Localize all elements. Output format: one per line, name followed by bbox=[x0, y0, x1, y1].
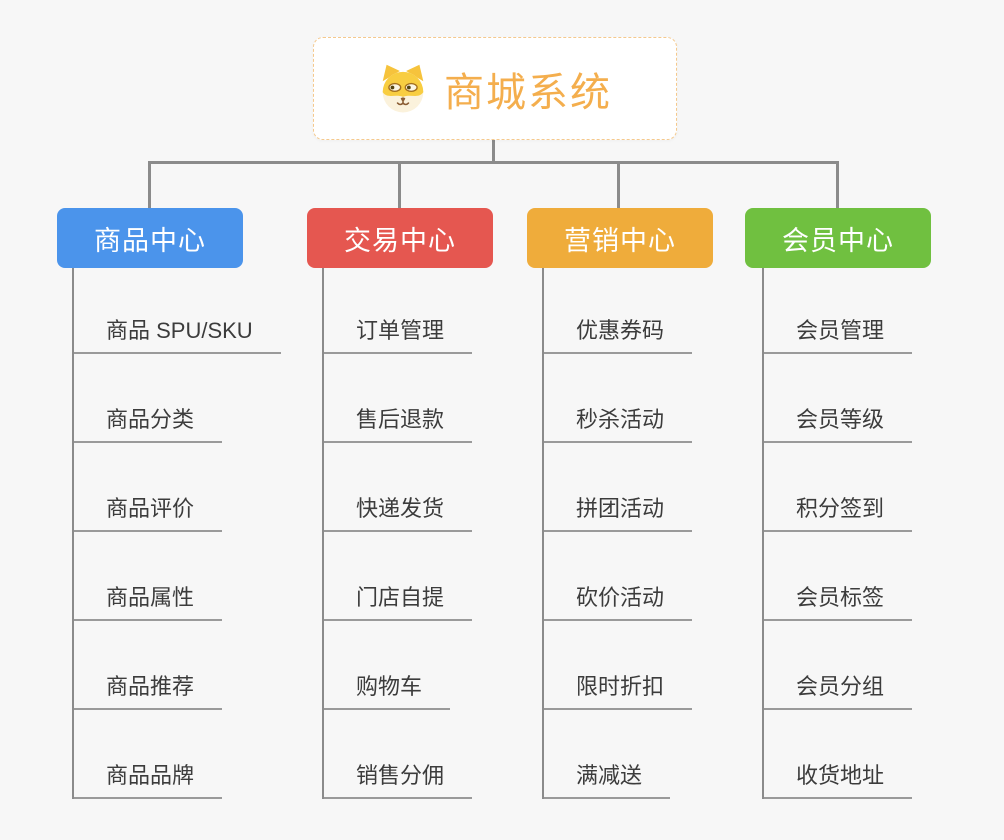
mindmap-item[interactable]: 销售分佣 bbox=[324, 710, 473, 799]
mindmap-item[interactable]: 商品 SPU/SKU bbox=[74, 268, 281, 354]
mindmap-item[interactable]: 门店自提 bbox=[324, 532, 473, 621]
mindmap-item[interactable]: 商品评价 bbox=[74, 443, 281, 532]
mindmap-item[interactable]: 拼团活动 bbox=[544, 443, 693, 532]
mindmap-item[interactable]: 会员分组 bbox=[764, 621, 913, 710]
mindmap-item[interactable]: 收货地址 bbox=[764, 710, 913, 799]
mindmap-item[interactable]: 购物车 bbox=[324, 621, 472, 710]
mindmap-item[interactable]: 商品属性 bbox=[74, 532, 281, 621]
item-label: 收货地址 bbox=[764, 758, 913, 799]
connector-root-stub bbox=[492, 140, 495, 163]
item-label: 商品品牌 bbox=[74, 758, 223, 799]
item-label: 优惠券码 bbox=[544, 313, 693, 354]
mindmap-item[interactable]: 限时折扣 bbox=[544, 621, 693, 710]
mindmap-item[interactable]: 商品分类 bbox=[74, 354, 281, 443]
mindmap-item[interactable]: 砍价活动 bbox=[544, 532, 693, 621]
item-label: 商品推荐 bbox=[74, 669, 223, 710]
branch-items-trade-center: 订单管理 售后退款 快递发货 门店自提 购物车 销售分佣 bbox=[322, 268, 473, 799]
branch-items-marketing-center: 优惠券码 秒杀活动 拼团活动 砍价活动 限时折扣 满减送 bbox=[542, 268, 693, 799]
item-label: 门店自提 bbox=[324, 580, 473, 621]
mindmap-item[interactable]: 商品推荐 bbox=[74, 621, 281, 710]
connector-drop-member-center bbox=[836, 161, 839, 208]
branch-header-marketing-center[interactable]: 营销中心 bbox=[527, 208, 713, 268]
mindmap-item[interactable]: 会员管理 bbox=[764, 268, 913, 354]
branch-items-product-center: 商品 SPU/SKU 商品分类 商品评价 商品属性 商品推荐 商品品牌 bbox=[72, 268, 281, 799]
item-label: 销售分佣 bbox=[324, 758, 473, 799]
item-label: 满减送 bbox=[544, 758, 671, 799]
connector-drop-trade-center bbox=[398, 161, 401, 208]
item-label: 快递发货 bbox=[324, 491, 473, 532]
root-node[interactable]: 商城系统 bbox=[313, 37, 677, 140]
connector-drop-product-center bbox=[148, 161, 151, 208]
item-label: 购物车 bbox=[324, 669, 451, 710]
item-label: 商品 SPU/SKU bbox=[74, 313, 281, 354]
mindmap-item[interactable]: 满减送 bbox=[544, 710, 692, 799]
item-label: 商品分类 bbox=[74, 402, 223, 443]
item-label: 订单管理 bbox=[324, 313, 473, 354]
connector-bus bbox=[148, 161, 839, 164]
dog-icon bbox=[382, 64, 424, 112]
branch-items-member-center: 会员管理 会员等级 积分签到 会员标签 会员分组 收货地址 bbox=[762, 268, 913, 799]
root-title: 商城系统 bbox=[444, 70, 612, 115]
item-label: 会员分组 bbox=[764, 669, 913, 710]
mindmap-item[interactable]: 商品品牌 bbox=[74, 710, 281, 799]
item-label: 商品评价 bbox=[74, 491, 223, 532]
mindmap-item[interactable]: 订单管理 bbox=[324, 268, 473, 354]
item-label: 砍价活动 bbox=[544, 580, 693, 621]
item-label: 商品属性 bbox=[74, 580, 223, 621]
item-label: 秒杀活动 bbox=[544, 402, 693, 443]
mindmap-item[interactable]: 积分签到 bbox=[764, 443, 913, 532]
mindmap-item[interactable]: 秒杀活动 bbox=[544, 354, 693, 443]
item-label: 售后退款 bbox=[324, 402, 473, 443]
mindmap-item[interactable]: 优惠券码 bbox=[544, 268, 693, 354]
branch-header-trade-center[interactable]: 交易中心 bbox=[307, 208, 493, 268]
mindmap-item[interactable]: 会员标签 bbox=[764, 532, 913, 621]
branch-header-member-center[interactable]: 会员中心 bbox=[745, 208, 931, 268]
item-label: 会员等级 bbox=[764, 402, 913, 443]
item-label: 积分签到 bbox=[764, 491, 913, 532]
branch-header-product-center[interactable]: 商品中心 bbox=[57, 208, 243, 268]
item-label: 会员标签 bbox=[764, 580, 913, 621]
item-label: 限时折扣 bbox=[544, 669, 693, 710]
mindmap-item[interactable]: 快递发货 bbox=[324, 443, 473, 532]
connector-drop-marketing-center bbox=[617, 161, 620, 208]
item-label: 拼团活动 bbox=[544, 491, 693, 532]
mindmap-item[interactable]: 会员等级 bbox=[764, 354, 913, 443]
item-label: 会员管理 bbox=[764, 313, 913, 354]
mindmap-item[interactable]: 售后退款 bbox=[324, 354, 473, 443]
